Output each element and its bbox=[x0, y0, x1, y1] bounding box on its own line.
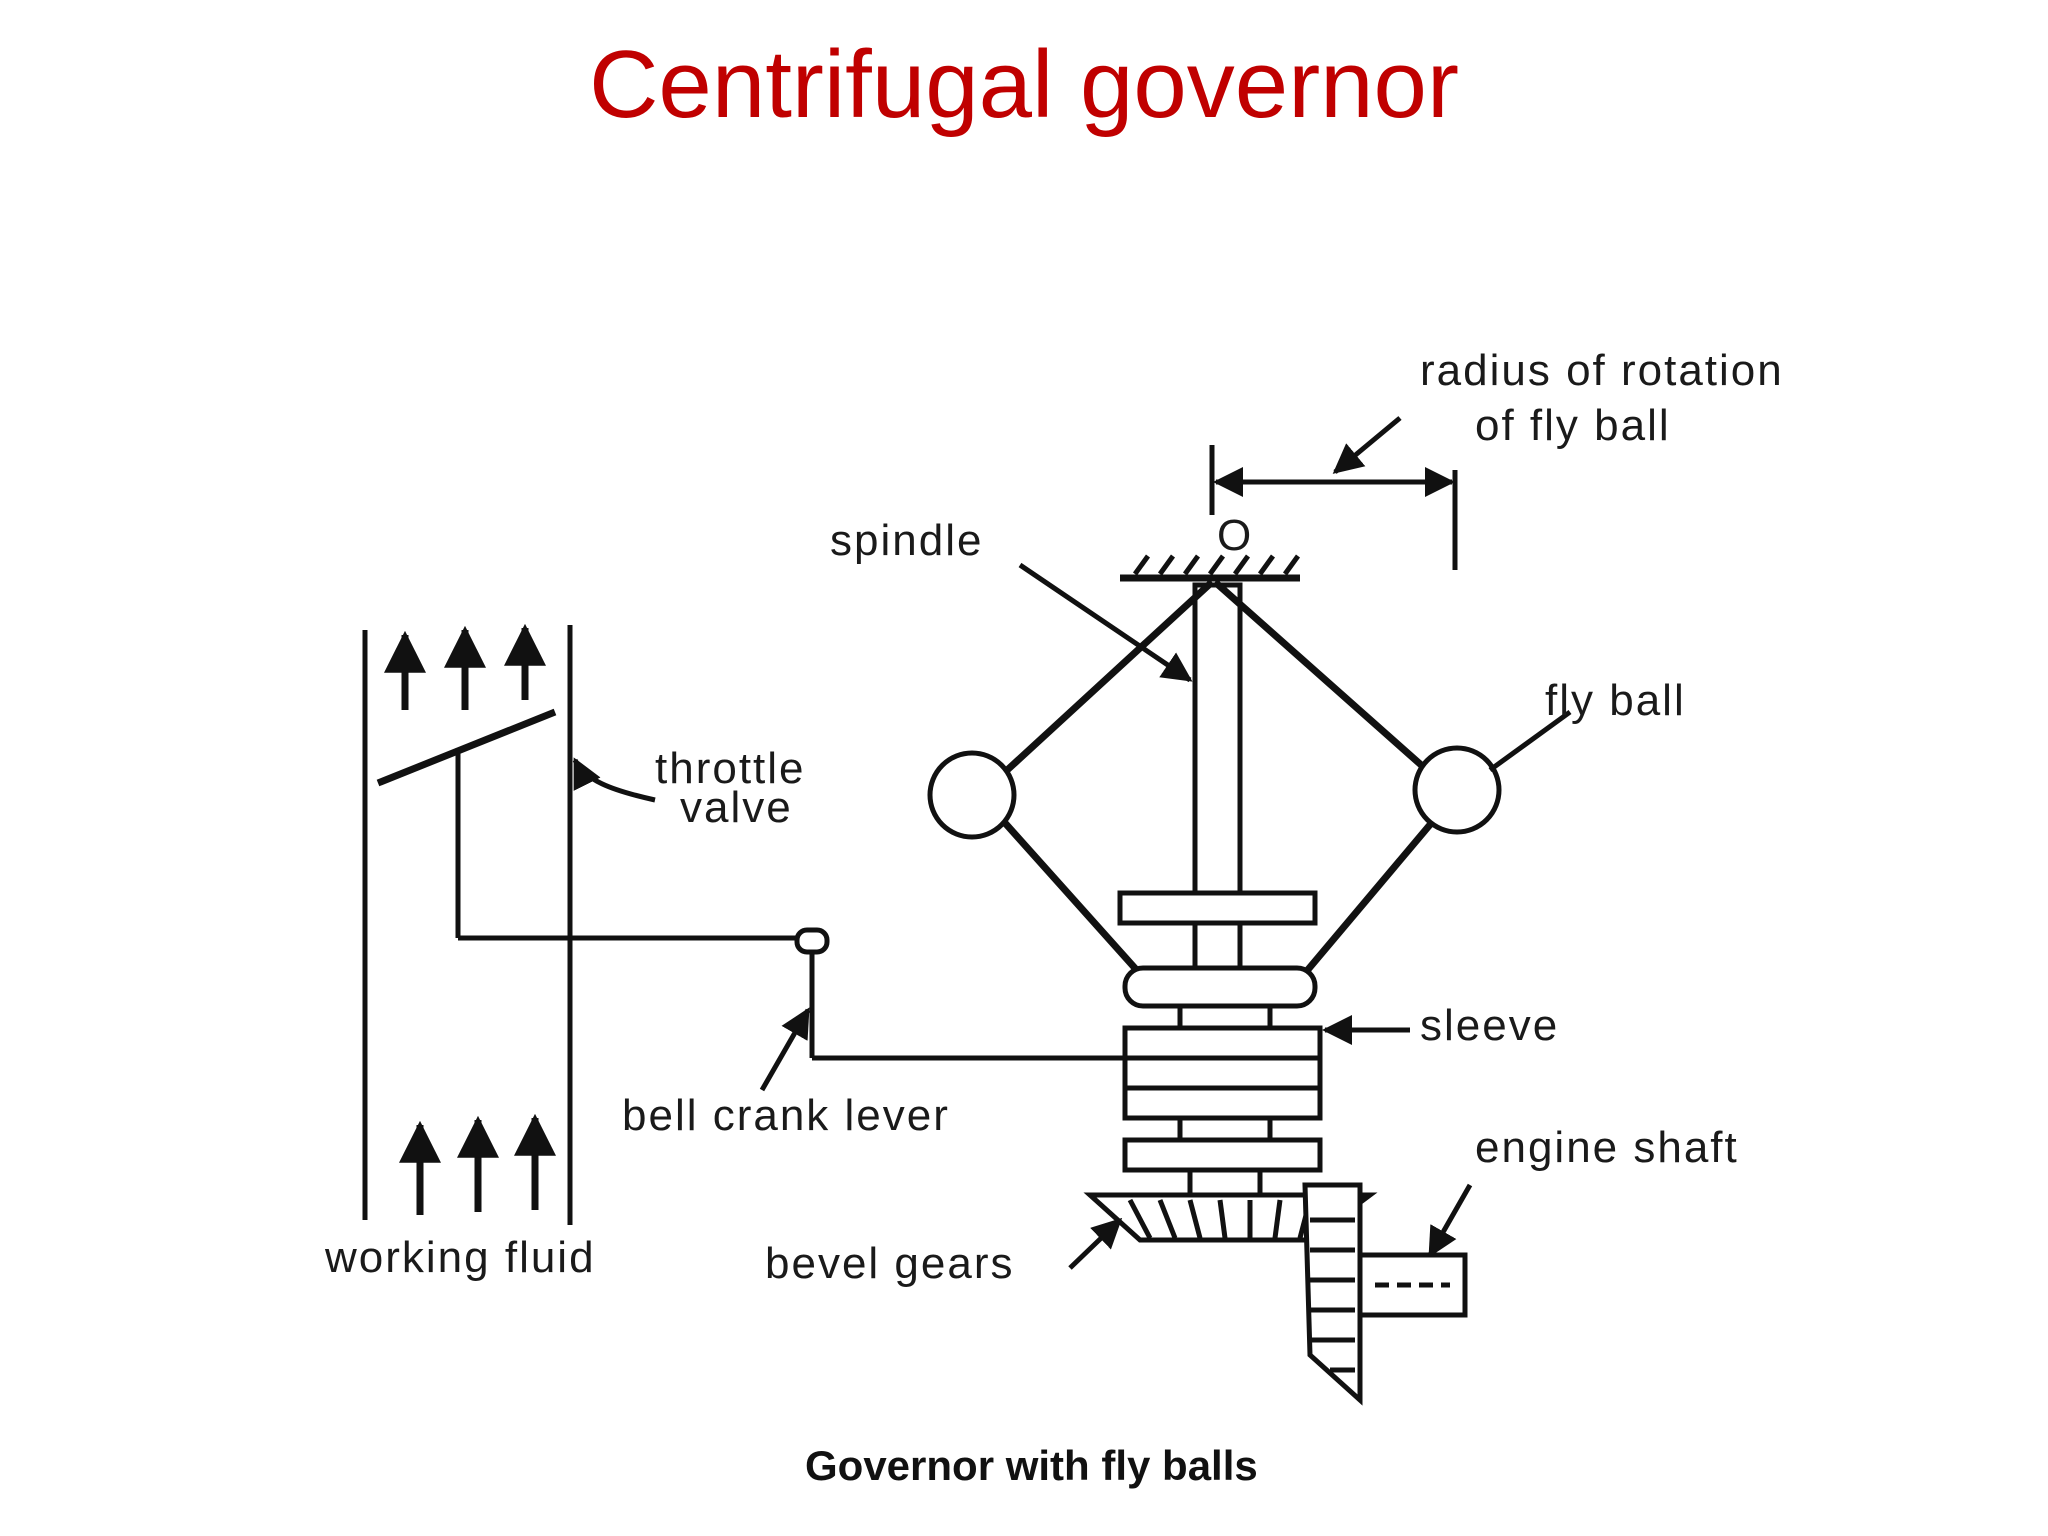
label-working-fluid: working fluid bbox=[324, 1233, 596, 1282]
label-bevel-gears: bevel gears bbox=[765, 1239, 1014, 1288]
top-support bbox=[1120, 554, 1301, 582]
label-throttle: throttle bbox=[655, 744, 806, 793]
slide-title: Centrifugal governor bbox=[589, 31, 1459, 138]
fly-ball-left bbox=[927, 750, 1017, 840]
fly-ball-right bbox=[1412, 745, 1502, 835]
label-bell-crank: bell crank lever bbox=[622, 1091, 950, 1140]
diagram-caption: Governor with fly balls bbox=[805, 1442, 1258, 1489]
bell-crank-pivot bbox=[794, 927, 830, 955]
label-valve: valve bbox=[680, 783, 793, 832]
pivot-label: O bbox=[1217, 511, 1253, 560]
label-spindle: spindle bbox=[830, 516, 983, 565]
throttle-valve bbox=[376, 708, 557, 787]
sleeve bbox=[1117, 890, 1323, 1203]
label-fly-ball: fly ball bbox=[1545, 676, 1686, 725]
label-engine-shaft: engine shaft bbox=[1475, 1123, 1739, 1172]
bevel-gears bbox=[1083, 1182, 1378, 1406]
label-radius-2: of fly ball bbox=[1475, 401, 1671, 450]
fluid-pipe bbox=[362, 623, 573, 1225]
label-sleeve: sleeve bbox=[1420, 1001, 1559, 1050]
label-radius: radius of rotation bbox=[1420, 346, 1784, 395]
